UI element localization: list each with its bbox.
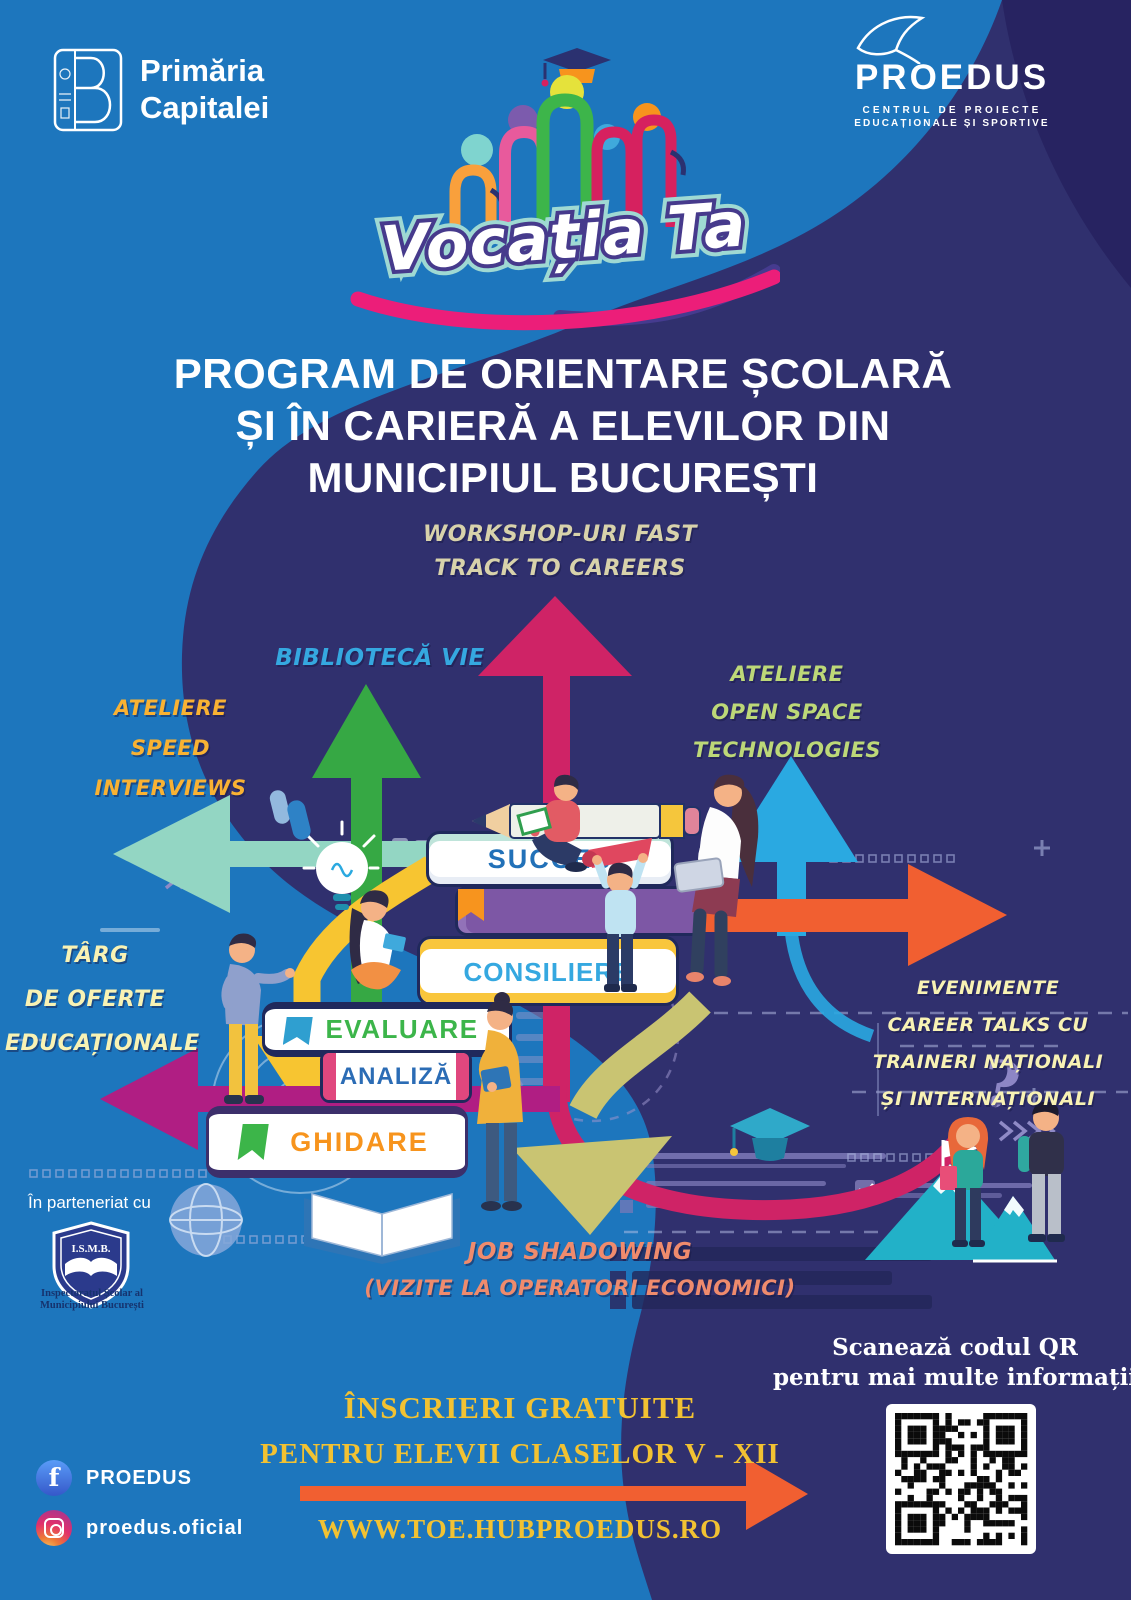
speed-line3: INTERVIEWS bbox=[94, 776, 247, 800]
book-ghidare: GHIDARE bbox=[206, 1106, 468, 1178]
qr-caption-line1: Scanează codul QR bbox=[832, 1334, 1078, 1361]
targ-line2: DE OFERTE bbox=[24, 987, 166, 1012]
proedus-name: PROEDUS bbox=[854, 58, 1050, 97]
proedus-tagline1: CENTRUL DE PROIECTE bbox=[862, 105, 1042, 116]
primaria-logo bbox=[53, 48, 123, 132]
graduation-cap-icon bbox=[730, 1108, 810, 1161]
bookmark-green-icon bbox=[237, 1124, 269, 1160]
book-analiza-edge-right bbox=[456, 1053, 469, 1100]
label-targ: TÂRG DE OFERTE EDUCAȚIONALE bbox=[5, 934, 200, 1066]
speed-line2: SPEED bbox=[130, 736, 211, 760]
primaria-line2: Capitalei bbox=[140, 90, 270, 125]
partner-label: În parteneriat cu bbox=[28, 1193, 151, 1212]
bookmark-orange bbox=[458, 889, 484, 921]
person-flag-illustration bbox=[582, 838, 652, 992]
title-line3: MUNICIPIUL BUCUREȘTI bbox=[307, 454, 819, 501]
label-workshops: WORKSHOP-URI FAST TRACK TO CAREERS bbox=[390, 518, 730, 586]
lightbulb-icon bbox=[302, 820, 380, 910]
evenimente-line4: ȘI INTERNAȚIONALI bbox=[880, 1088, 1096, 1110]
evenimente-line2: CAREER TALKS CU bbox=[887, 1014, 1089, 1036]
speed-line1: ATELIERE bbox=[114, 696, 227, 720]
label-openspace: ATELIERE OPEN SPACE TECHNOLOGIES bbox=[672, 655, 902, 769]
book-analiza: ANALIZĂ bbox=[320, 1050, 472, 1103]
book-consiliere-label: CONSILIERE bbox=[463, 957, 633, 987]
person-yellow-dress-illustration bbox=[477, 992, 523, 1211]
blue-curve-path bbox=[784, 929, 875, 1043]
facebook-icon: f bbox=[36, 1460, 72, 1496]
person-sitting-illustration bbox=[349, 890, 406, 990]
proedus-tagline2: EDUCAȚIONALE ȘI SPORTIVE bbox=[854, 118, 1050, 129]
page-title: PROGRAM DE ORIENTARE ȘCOLARĂ ȘI ÎN CARIE… bbox=[140, 348, 986, 504]
instagram-handle: proedus.oficial bbox=[86, 1516, 244, 1539]
workshops-line1: WORKSHOP-URI FAST bbox=[422, 522, 697, 547]
targ-line1: TÂRG bbox=[61, 943, 129, 968]
title-line1: PROGRAM DE ORIENTARE ȘCOLARĂ bbox=[173, 350, 953, 397]
label-speed-interviews: ATELIERE SPEED INTERVIEWS bbox=[78, 688, 263, 808]
jobshadowing-line2: (VIZITE LA OPERATORI ECONOMICI) bbox=[364, 1276, 796, 1300]
quill-icon bbox=[856, 15, 926, 64]
dashed-lines bbox=[10, 1011, 1128, 1234]
registration-line1: ÎNSCRIERI GRATUITE bbox=[343, 1390, 697, 1425]
student-boy-illustration bbox=[1018, 1101, 1065, 1242]
book-analiza-edge-left bbox=[323, 1053, 336, 1100]
qr-caption-line2: pentru mai multe informații bbox=[772, 1364, 1131, 1391]
book-ghidare-label: GHIDARE bbox=[290, 1127, 429, 1157]
vocatia-figures bbox=[449, 48, 686, 227]
qr-code bbox=[886, 1404, 1036, 1554]
workshops-line2: TRACK TO CAREERS bbox=[434, 556, 686, 581]
person-reading-illustration bbox=[516, 774, 587, 872]
primaria-wordmark: Primăria Capitalei bbox=[140, 52, 269, 126]
evenimente-line3: TRAINERI NAȚIONALI bbox=[872, 1051, 1104, 1073]
title-line2: ȘI ÎN CARIERĂ A ELEVILOR DIN bbox=[235, 402, 891, 449]
globe-icon bbox=[169, 1183, 243, 1257]
facebook-handle: PROEDUS bbox=[86, 1466, 192, 1489]
jobshadowing-line1: JOB SHADOWING bbox=[467, 1239, 693, 1265]
student-girl-illustration bbox=[940, 1117, 989, 1247]
ismb-initials: I.S.M.B. bbox=[71, 1243, 110, 1255]
label-biblioteca: BIBLIOTECĂ VIE bbox=[270, 645, 490, 671]
person-laptop-illustration bbox=[673, 774, 759, 986]
registration-website: WWW.TOE.HUBPROEDUS.RO bbox=[317, 1514, 723, 1544]
ismb-caption-line1: Inspectoratul Școlar al bbox=[41, 1288, 143, 1299]
targ-line3: EDUCAȚIONALE bbox=[5, 1031, 200, 1056]
ismb-logo: I.S.M.B. bbox=[52, 1221, 130, 1309]
openspace-line3: TECHNOLOGIES bbox=[692, 738, 882, 762]
book-analiza-label: ANALIZĂ bbox=[339, 1063, 453, 1090]
proedus-wordmark: PROEDUS CENTRUL DE PROIECTE EDUCAȚIONALE… bbox=[832, 58, 1072, 129]
bookmark-blue-icon bbox=[283, 1017, 313, 1045]
ismb-caption: Inspectoratul Școlar al Municipiului Buc… bbox=[12, 1288, 172, 1312]
evenimente-line1: EVENIMENTE bbox=[916, 977, 1060, 999]
instagram-row: proedus.oficial bbox=[36, 1510, 243, 1546]
biblioteca-line1: BIBLIOTECĂ VIE bbox=[275, 645, 485, 671]
registration-line2: PENTRU ELEVII CLASELOR V - XII bbox=[260, 1438, 780, 1470]
person-standing-man-illustration bbox=[221, 933, 295, 1104]
label-evenimente: EVENIMENTE CAREER TALKS CU TRAINERI NAȚI… bbox=[858, 970, 1118, 1118]
book-consiliere: CONSILIERE bbox=[417, 936, 679, 1006]
book-evaluare-label: EVALUARE bbox=[325, 1014, 479, 1044]
dark-list-bars bbox=[610, 1247, 932, 1309]
registration-arrow bbox=[300, 1458, 808, 1530]
ismb-caption-line2: Municipiului București bbox=[40, 1300, 144, 1311]
open-book-illustration bbox=[304, 1193, 460, 1264]
mountains-flag-illustration bbox=[865, 1140, 1057, 1263]
logo-swoosh bbox=[350, 264, 780, 331]
instagram-icon bbox=[36, 1510, 72, 1546]
book-purple bbox=[455, 886, 705, 936]
openspace-line1: ATELIERE bbox=[730, 662, 844, 686]
facebook-row: f PROEDUS bbox=[36, 1460, 192, 1496]
arrow-down-olive bbox=[512, 991, 711, 1235]
openspace-line2: OPEN SPACE bbox=[711, 700, 863, 724]
primaria-line1: Primăria bbox=[140, 53, 265, 88]
label-jobshadowing: JOB SHADOWING (VIZITE LA OPERATORI ECONO… bbox=[300, 1234, 860, 1306]
